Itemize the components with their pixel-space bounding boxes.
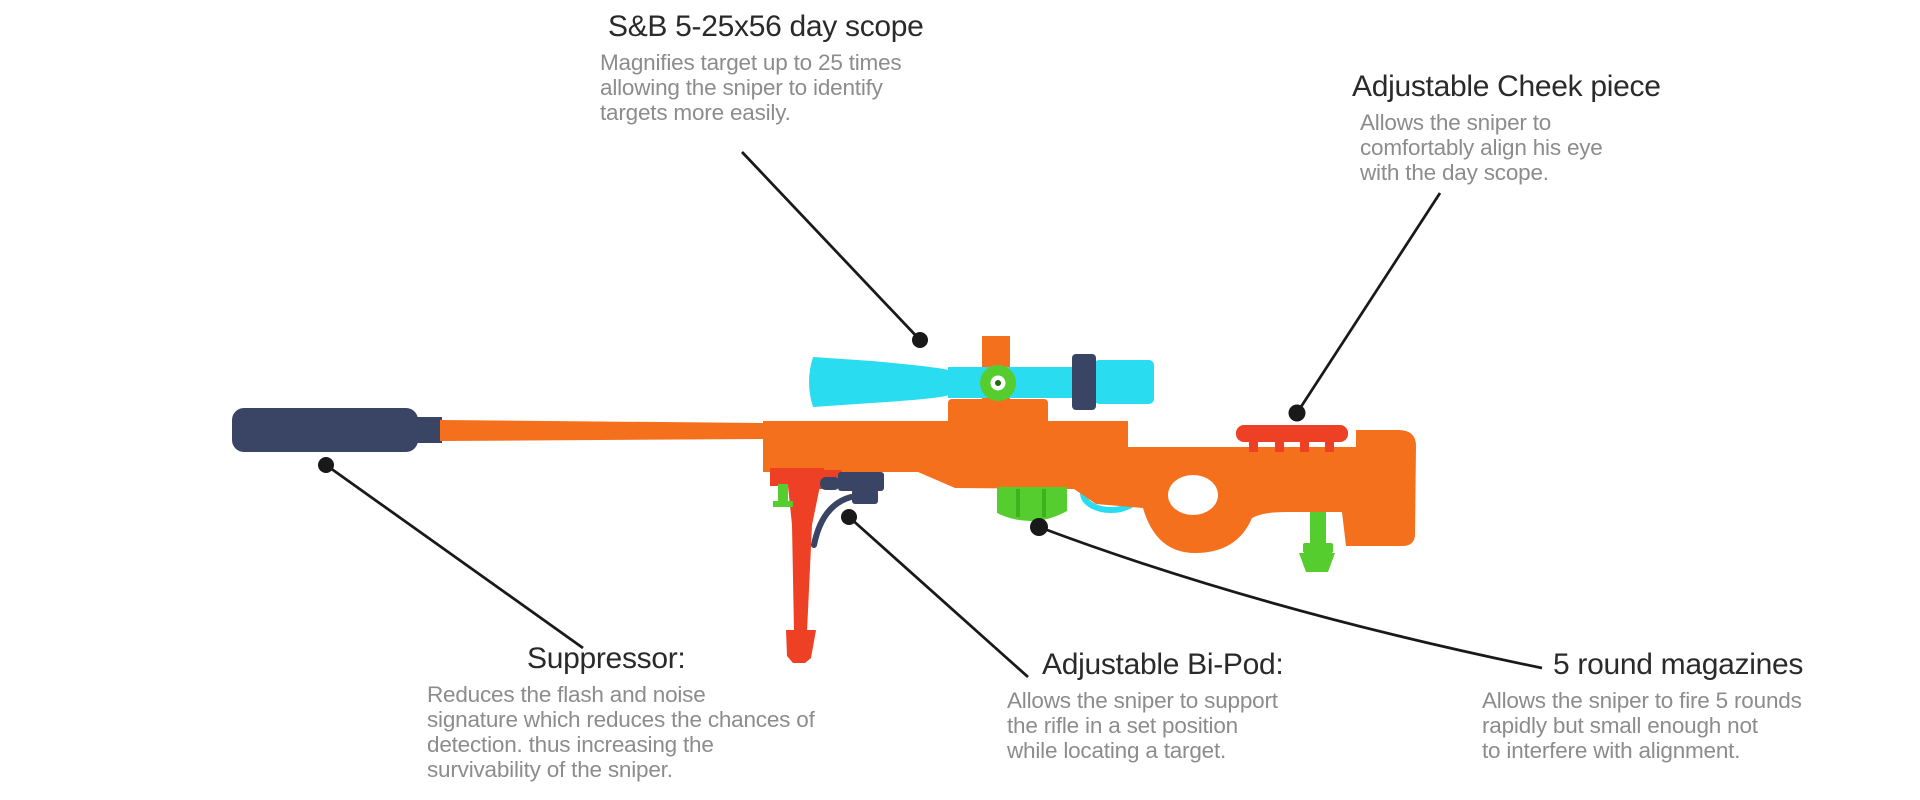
sling-stud-base	[773, 501, 793, 507]
scope-adjustment-ring	[1072, 354, 1096, 410]
suppressor-collar	[412, 417, 442, 443]
scope-mount-base	[948, 399, 1048, 425]
label-suppressor-desc: Reduces the flash and noise signature wh…	[427, 682, 815, 782]
bolt-strut	[811, 494, 854, 548]
magazine-seam	[1016, 489, 1020, 517]
label-suppressor-desc-line: Reduces the flash and noise	[427, 682, 706, 707]
label-suppressor-title: Suppressor:	[527, 642, 686, 675]
bolt-knob	[820, 477, 840, 490]
suppressor-shape	[232, 408, 418, 452]
label-bipod-title: Adjustable Bi-Pod:	[1042, 648, 1284, 681]
label-scope-desc: Magnifies target up to 25 times allowing…	[600, 50, 924, 125]
label-suppressor-desc-line: signature which reduces the chances of	[427, 707, 815, 732]
label-bipod-desc-line: the rifle in a set position	[1007, 713, 1238, 738]
cheek-piece-leg	[1275, 440, 1284, 452]
label-magazines-desc-line: to interfere with alignment.	[1482, 738, 1741, 763]
label-suppressor-desc-line: survivability of the sniper.	[427, 757, 673, 782]
leader-line-magazines	[1038, 525, 1543, 670]
label-cheek-desc-line: with the day scope.	[1360, 160, 1549, 185]
label-magazines: 5 round magazines Allows the sniper to f…	[1482, 648, 1803, 763]
cheek-piece-leg	[1249, 440, 1258, 452]
barrel-shape	[440, 420, 763, 441]
leader-lines	[318, 151, 1543, 679]
leader-line-scope	[741, 151, 921, 341]
leader-dot-scope	[912, 332, 928, 348]
label-bipod-desc-line: while locating a target.	[1007, 738, 1227, 763]
label-magazines-desc-line: rapidly but small enough not	[1482, 713, 1758, 738]
label-scope-title: S&B 5-25x56 day scope	[608, 10, 924, 43]
monopod-collar	[1303, 543, 1333, 553]
monopod-stem	[1310, 512, 1326, 544]
scope-eyepiece	[1094, 360, 1154, 404]
label-scope: S&B 5-25x56 day scope Magnifies target u…	[600, 10, 924, 125]
bipod-foot	[786, 630, 816, 663]
magazine-shape	[997, 487, 1067, 521]
leader-dot-suppressor	[318, 457, 334, 473]
label-cheek-title: Adjustable Cheek piece	[1352, 70, 1661, 103]
label-suppressor-desc-line: detection. thus increasing the	[427, 732, 714, 757]
leader-dot-cheek	[1288, 404, 1306, 422]
label-cheek: Adjustable Cheek piece Allows the sniper…	[1352, 70, 1661, 185]
bipod-mount	[770, 468, 824, 486]
cheek-piece-rail	[1236, 425, 1348, 442]
scope-turret-dot	[995, 380, 1001, 386]
label-cheek-desc-line: Allows the sniper to	[1360, 110, 1552, 135]
leader-line-bipod	[848, 515, 1029, 679]
thumbhole	[1168, 475, 1218, 515]
label-magazines-desc-line: Allows the sniper to fire 5 rounds	[1482, 688, 1802, 713]
label-cheek-desc-line: comfortably align his eye	[1360, 135, 1603, 160]
leader-dot-magazines	[1030, 518, 1048, 536]
label-scope-desc-line: targets more easily.	[600, 100, 791, 125]
scope-objective-bell	[809, 357, 950, 407]
bipod-upper-leg	[788, 486, 820, 525]
cheek-piece-leg	[1325, 440, 1334, 452]
label-bipod: Adjustable Bi-Pod: Allows the sniper to …	[1007, 648, 1284, 763]
bolt-body	[838, 472, 884, 491]
label-cheek-desc: Allows the sniper to comfortably align h…	[1360, 110, 1661, 185]
cheek-piece-leg	[1300, 440, 1309, 452]
label-suppressor: Suppressor: Reduces the flash and noise …	[427, 642, 815, 782]
stock-body-shape	[763, 421, 1416, 553]
magazine-seam	[1042, 489, 1046, 517]
monopod-foot	[1299, 553, 1335, 572]
label-scope-desc-line: allowing the sniper to identify	[600, 75, 883, 100]
label-scope-desc-line: Magnifies target up to 25 times	[600, 50, 902, 75]
bipod-leg	[792, 525, 812, 632]
bolt-lower	[852, 489, 878, 504]
sling-stud	[778, 484, 788, 503]
leader-line-cheek	[1295, 192, 1442, 414]
leader-line-suppressor	[325, 463, 584, 650]
label-bipod-desc: Allows the sniper to support the rifle i…	[1007, 688, 1283, 763]
leader-dot-bipod	[841, 509, 857, 525]
label-magazines-title: 5 round magazines	[1553, 648, 1804, 681]
label-magazines-desc: Allows the sniper to fire 5 rounds rapid…	[1482, 688, 1803, 763]
label-bipod-desc-line: Allows the sniper to support	[1007, 688, 1278, 713]
